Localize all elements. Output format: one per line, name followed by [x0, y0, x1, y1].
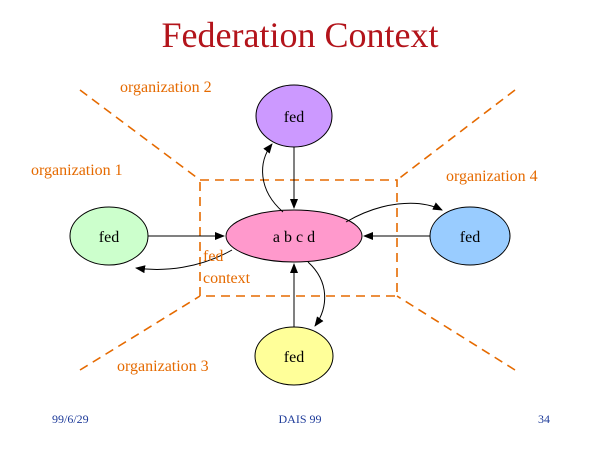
node-right-label: fed: [460, 229, 480, 246]
organization-2-label: organization 2: [120, 79, 212, 96]
fed-context-line1: fed: [203, 248, 224, 265]
footer-conference: DAIS 99: [278, 412, 322, 426]
organization-3-label: organization 3: [117, 358, 209, 375]
curved-arrow-center-to-top: [262, 143, 284, 213]
node-left-label: fed: [99, 229, 119, 246]
boundary-line-top-right: [396, 89, 516, 181]
node-center-ellipse: [225, 209, 363, 263]
boundary-line-top-left: [79, 89, 201, 181]
node-bottom-label: fed: [284, 349, 304, 366]
footer-date: 99/6/29: [52, 412, 89, 426]
organization-1-label: organization 1: [31, 162, 123, 179]
federation-context-box: [199, 179, 398, 297]
curved-arrow-center-to-left: [135, 249, 233, 274]
fed-context-line2: context: [203, 270, 251, 287]
boundary-line-bottom-right: [396, 295, 516, 371]
node-top-label: fed: [284, 109, 304, 126]
fed-context-label: fed context: [203, 246, 250, 290]
curved-arrow-center-to-right: [345, 202, 443, 223]
footer-page-number: 34: [538, 412, 550, 426]
organization-4-label: organization 4: [446, 168, 538, 185]
node-center-label: a b c d: [273, 229, 315, 246]
curved-arrow-center-to-bottom: [307, 261, 326, 327]
boundary-line-bottom-left: [79, 295, 201, 371]
slide-title: Federation Context: [161, 15, 439, 55]
